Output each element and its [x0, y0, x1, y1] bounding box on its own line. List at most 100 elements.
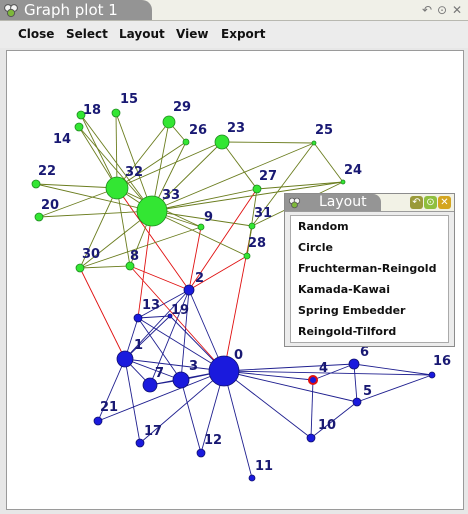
graph-node-6[interactable]	[348, 358, 360, 370]
graph-edge-33-23	[151, 141, 223, 212]
graph-node-14[interactable]	[74, 122, 84, 132]
graph-node-label-8: 8	[130, 249, 139, 264]
graph-node-13[interactable]	[133, 313, 143, 323]
graph-node-7[interactable]	[142, 377, 158, 393]
graph-node-label-31: 31	[254, 206, 272, 221]
layout-item-circle[interactable]: Circle	[298, 241, 334, 254]
graph-node-28[interactable]	[243, 252, 251, 260]
graph-edge-0-8	[129, 265, 225, 372]
graph-node-1[interactable]	[116, 350, 134, 368]
graph-edge-0-1	[124, 358, 225, 372]
graph-node-30[interactable]	[75, 263, 85, 273]
graph-node-11[interactable]	[248, 474, 256, 482]
graph-node-20[interactable]	[34, 212, 44, 222]
close-icon[interactable]: ✕	[451, 3, 463, 17]
graph-edge-32-15	[115, 112, 118, 189]
roll-up-icon[interactable]: ↶	[421, 3, 433, 17]
roll-up-icon[interactable]: ↶	[410, 196, 423, 209]
graph-edge-23-27	[221, 141, 258, 190]
graph-node-17[interactable]	[135, 438, 145, 448]
layout-item-spring-embedder[interactable]: Spring Embedder	[298, 304, 406, 317]
app-icon	[288, 197, 301, 209]
menu-layout[interactable]: Layout	[119, 27, 165, 41]
graph-node-9[interactable]	[197, 223, 205, 231]
graph-node-4[interactable]	[308, 375, 318, 385]
graph-node-15[interactable]	[111, 108, 121, 118]
graph-node-24[interactable]	[340, 179, 346, 185]
graph-edge-33-31	[151, 210, 253, 227]
menu-view[interactable]: View	[176, 27, 209, 41]
graph-node-label-16: 16	[433, 354, 451, 369]
graph-edge-2-28	[188, 255, 248, 291]
graph-edge-33-18	[80, 114, 153, 212]
graph-node-19[interactable]	[167, 313, 173, 319]
graph-node-label-9: 9	[204, 210, 213, 225]
graph-node-label-7: 7	[155, 366, 164, 381]
menu-select[interactable]: Select	[66, 27, 108, 41]
graph-node-label-20: 20	[41, 198, 59, 213]
graph-edge-2-3	[180, 289, 190, 381]
graph-node-3[interactable]	[172, 371, 190, 389]
graph-edge-32-29	[116, 121, 170, 189]
graph-edge-6-16	[353, 363, 433, 376]
graph-node-22[interactable]	[31, 179, 41, 189]
graph-edge-33-14	[78, 126, 153, 212]
graph-edge-2-8	[129, 265, 190, 291]
graph-node-18[interactable]	[76, 110, 86, 120]
layout-item-reingold-tilford[interactable]: Reingold-Tilford	[298, 325, 397, 338]
graph-edge-2-27	[188, 188, 258, 291]
graph-edge-33-28	[151, 210, 248, 257]
graph-node-label-12: 12	[204, 433, 222, 448]
graph-node-27[interactable]	[252, 184, 262, 194]
close-icon[interactable]: ✕	[438, 196, 451, 209]
graph-node-8[interactable]	[125, 261, 135, 271]
graph-edge-0-11	[223, 370, 253, 479]
graph-edge-5-10	[310, 401, 358, 439]
graph-node-29[interactable]	[162, 115, 176, 129]
menu-close[interactable]: Close	[18, 27, 55, 41]
graph-node-31[interactable]	[248, 222, 256, 230]
graph-edge-33-27	[151, 188, 258, 212]
graph-edge-5-6	[353, 363, 358, 403]
graph-edge-3-12	[180, 379, 202, 454]
title-tab[interactable]: Graph plot 1	[0, 0, 152, 20]
graph-edge-1-3	[124, 358, 182, 381]
graph-edge-5-16	[356, 374, 433, 403]
graph-node-10[interactable]	[306, 433, 316, 443]
graph-node-26[interactable]	[182, 138, 190, 146]
menu-export[interactable]: Export	[221, 27, 266, 41]
maximize-icon[interactable]: ⊙	[436, 3, 448, 17]
graph-node-21[interactable]	[93, 416, 103, 426]
maximize-icon[interactable]: ⊙	[424, 196, 437, 209]
graph-edge-25-31	[251, 142, 315, 227]
graph-edge-8-30	[79, 265, 131, 269]
graph-node-label-15: 15	[120, 92, 138, 107]
layout-window-tab[interactable]: Layout	[285, 194, 381, 211]
graph-edge-2-9	[188, 226, 202, 291]
graph-node-0[interactable]	[208, 355, 240, 387]
layout-item-kamada-kawai[interactable]: Kamada-Kawai	[298, 283, 390, 296]
layout-item-random[interactable]: Random	[298, 220, 349, 233]
graph-node-33[interactable]	[136, 195, 168, 227]
graph-node-32[interactable]	[105, 176, 129, 200]
graph-node-2[interactable]	[183, 284, 195, 296]
graph-node-5[interactable]	[352, 397, 362, 407]
layout-list: Random Circle Fruchterman-Reingold Kamad…	[290, 215, 449, 343]
graph-edge-32-23	[116, 141, 223, 189]
graph-node-label-10: 10	[318, 418, 336, 433]
window-title: Graph plot 1	[24, 1, 118, 19]
layout-item-fruchterman-reingold[interactable]: Fruchterman-Reingold	[298, 262, 437, 275]
graph-edge-24-27	[256, 181, 344, 190]
graph-edge-4-6	[312, 363, 355, 381]
graph-node-25[interactable]	[311, 140, 317, 146]
graph-node-label-1: 1	[134, 338, 143, 353]
layout-window-title-bar[interactable]: Layout ↶ ⊙ ✕	[285, 194, 454, 212]
graph-node-label-32: 32	[125, 165, 143, 180]
graph-node-label-19: 19	[171, 303, 189, 318]
graph-node-12[interactable]	[196, 448, 206, 458]
graph-node-23[interactable]	[214, 134, 230, 150]
graph-edge-32-20	[38, 187, 118, 218]
graph-node-16[interactable]	[428, 371, 436, 379]
graph-node-label-33: 33	[162, 188, 180, 203]
